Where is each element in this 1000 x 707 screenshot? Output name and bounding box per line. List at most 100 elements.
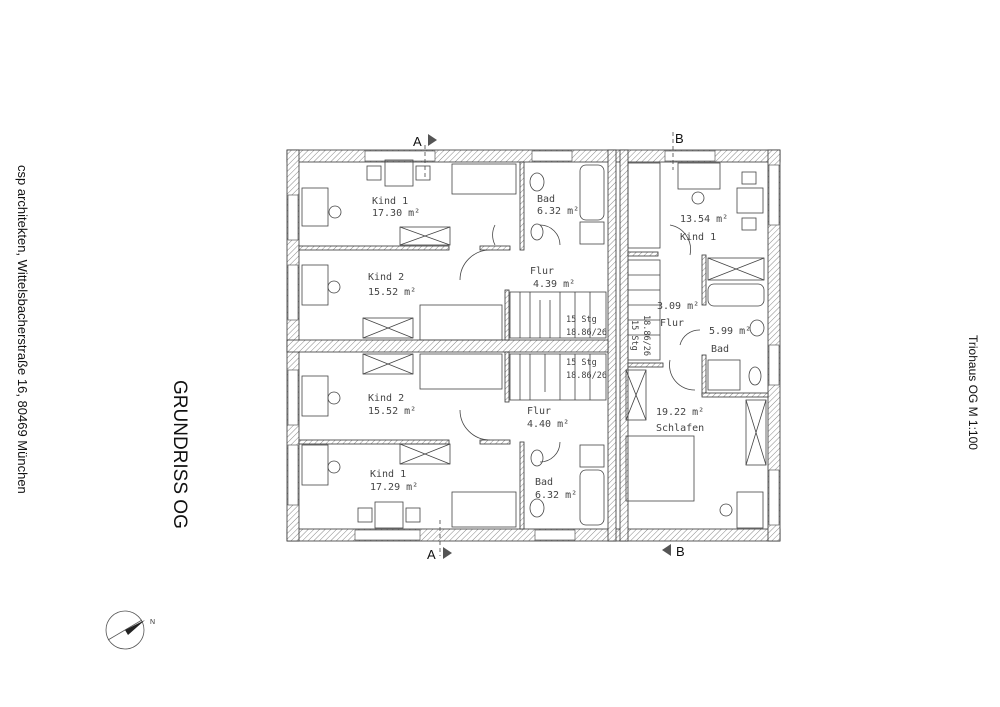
- room-area: 15.52 m²: [368, 287, 416, 298]
- desk: [301, 444, 329, 486]
- stair-steps: 15 Stg: [566, 315, 597, 325]
- room-labels: Kind 1 17.30 m² Bad 6.32 m² Kind 2 15.52…: [368, 194, 751, 501]
- room-area: 6.32 m²: [537, 206, 579, 217]
- chair: [691, 191, 705, 205]
- party-wall: [619, 149, 629, 542]
- chair: [741, 217, 757, 231]
- chair: [415, 165, 431, 181]
- window: [364, 150, 436, 162]
- chair: [405, 507, 421, 523]
- section-markers: A A B B: [413, 131, 685, 562]
- door-swing: [679, 329, 701, 346]
- window: [768, 469, 780, 526]
- chair: [366, 165, 382, 181]
- section-b-top: B: [675, 131, 684, 146]
- desk: [677, 162, 721, 190]
- wall: [479, 245, 511, 251]
- stair-ratio: 18.86/26: [566, 371, 607, 381]
- chair: [328, 205, 342, 219]
- section-arrow-icon: [662, 544, 671, 556]
- desk: [301, 375, 329, 417]
- wardrobe: [399, 443, 451, 465]
- room-name: Bad: [537, 194, 555, 205]
- window: [664, 150, 716, 162]
- window: [287, 264, 299, 321]
- wall: [701, 392, 769, 398]
- wardrobe: [707, 257, 765, 281]
- wardrobe: [625, 369, 647, 421]
- party-wall: [607, 149, 617, 542]
- wall: [701, 354, 707, 396]
- north-circle: [105, 610, 145, 650]
- stair-ratio: 18.86/26: [566, 328, 607, 338]
- wardrobe: [362, 353, 414, 375]
- stair-bottom: [509, 353, 607, 401]
- room-name: Schlafen: [656, 423, 704, 434]
- door-swing: [669, 359, 696, 391]
- shower: [579, 221, 605, 245]
- sink: [749, 319, 765, 337]
- wall: [504, 289, 510, 341]
- room-name: Kind 2: [368, 272, 404, 283]
- bed: [419, 304, 503, 341]
- interior-walls: [286, 149, 769, 542]
- section-b-bottom: B: [676, 544, 685, 559]
- wall: [504, 351, 510, 403]
- exterior-walls: [286, 149, 781, 542]
- toilet: [748, 366, 762, 386]
- room-name: Bad: [535, 477, 553, 488]
- wardrobe: [745, 399, 767, 466]
- room-area: 4.40 m²: [527, 419, 569, 430]
- wall: [298, 245, 450, 251]
- table: [736, 187, 764, 214]
- north-label: N: [150, 619, 155, 626]
- bed: [419, 353, 503, 390]
- room-name: Bad: [711, 344, 729, 355]
- stair-steps: 15 Stg: [629, 320, 639, 351]
- stair-top: [509, 291, 607, 339]
- room-area: 13.54 m²: [680, 214, 728, 225]
- bed: [627, 162, 661, 249]
- room-area: 4.39 m²: [533, 279, 575, 290]
- chair: [327, 280, 341, 294]
- furniture: [301, 159, 767, 529]
- toilet: [530, 223, 544, 241]
- window: [354, 529, 421, 541]
- room-area: 5.99 m²: [709, 326, 751, 337]
- room-name: Kind 1: [370, 469, 406, 480]
- room-area: 17.29 m²: [370, 482, 418, 493]
- shower: [707, 359, 741, 391]
- doors: [459, 224, 701, 463]
- room-name: Kind 1: [372, 196, 408, 207]
- wall: [627, 362, 664, 368]
- wardrobe: [362, 317, 414, 339]
- stair-treads: [519, 274, 660, 400]
- north-arrow-icon: [125, 620, 145, 635]
- wall: [479, 439, 511, 445]
- window: [287, 444, 299, 506]
- window: [534, 529, 576, 541]
- toilet: [530, 449, 544, 467]
- room-name: Kind 2: [368, 393, 404, 404]
- stair-steps: 15 Stg: [566, 358, 597, 368]
- party-wall: [286, 339, 609, 353]
- stair-ratio: 18.86/26: [641, 315, 651, 356]
- bathtub: [579, 164, 605, 221]
- chair: [357, 507, 373, 523]
- wall: [519, 161, 525, 251]
- double-bed: [625, 435, 695, 502]
- sink: [529, 498, 545, 518]
- door-swing: [539, 224, 561, 246]
- wall: [519, 441, 525, 530]
- section-arrow-icon: [428, 134, 437, 146]
- section-a-bottom: A: [427, 547, 436, 562]
- wall: [627, 251, 659, 257]
- room-area: 17.30 m²: [372, 208, 420, 219]
- room-name: Flur: [660, 318, 684, 329]
- wall: [298, 439, 450, 445]
- room-area: 3.09 m²: [657, 301, 699, 312]
- window: [768, 344, 780, 386]
- table: [374, 501, 404, 529]
- stair-right: [627, 259, 661, 361]
